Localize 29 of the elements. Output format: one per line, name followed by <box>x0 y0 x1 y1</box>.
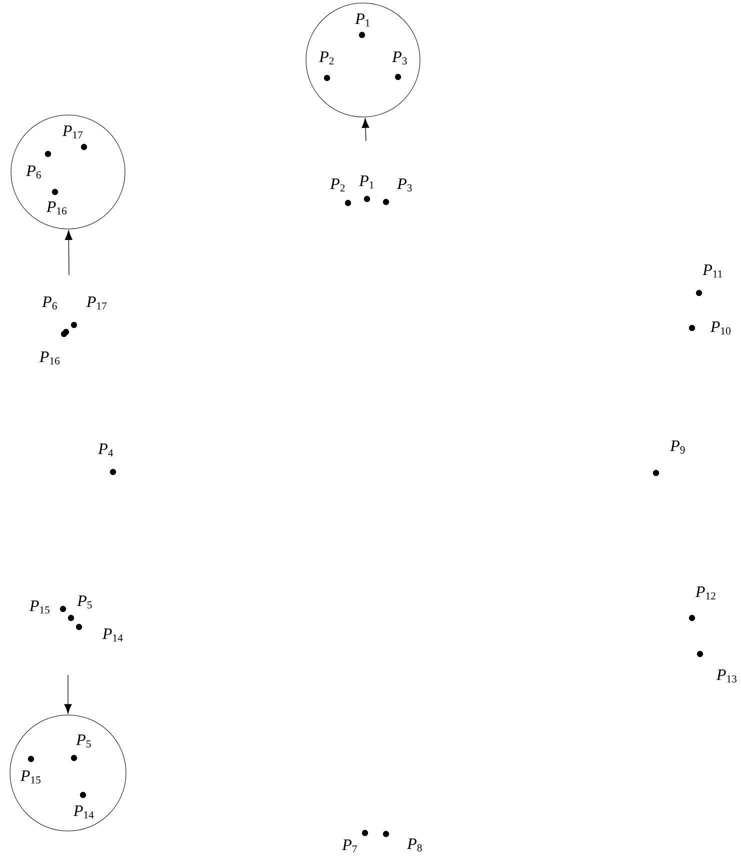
point-label: P$_{12}$ <box>695 586 716 600</box>
point-label: P$_{15}$ <box>29 600 50 614</box>
arrow <box>64 230 72 276</box>
point-label: P$_{16}$ <box>46 202 67 214</box>
point-label: P$_{16}$ <box>39 352 60 364</box>
point-label: P$_{1}$ <box>355 14 370 26</box>
point-label: P$_{5}$ <box>76 734 91 748</box>
point-label: P$_{6}$ <box>26 166 41 178</box>
arrow <box>362 118 370 142</box>
point-label: P$_{3}$ <box>392 52 407 64</box>
point-label: P$_{7}$ <box>342 840 357 852</box>
point-label: P$_{10}$ <box>710 322 730 334</box>
point-label: P$_{3}$ <box>397 178 412 192</box>
point-label: P$_{4}$ <box>98 444 114 456</box>
point-label: P$_{5}$ <box>77 596 92 608</box>
point-label: P$_{14}$ <box>73 806 94 818</box>
point-label: P$_{17}$ <box>86 296 107 310</box>
arrow <box>64 674 72 714</box>
point-label: P$_{6}$ <box>42 296 57 310</box>
point-label: P$_{17}$ <box>62 126 83 138</box>
point-label: P$_{9}$ <box>670 440 685 454</box>
point-label: P$_{13}$ <box>716 670 736 682</box>
point-label: P$_{11}$ <box>702 264 722 278</box>
point-label: P$_{15}$ <box>20 770 40 784</box>
point-label: P$_{1}$ <box>359 176 374 188</box>
point-label: P$_{2}$ <box>330 178 345 192</box>
point-label: P$_{2}$ <box>319 52 334 64</box>
point-label: P$_{8}$ <box>407 838 422 852</box>
point-label: P$_{14}$ <box>102 628 123 642</box>
